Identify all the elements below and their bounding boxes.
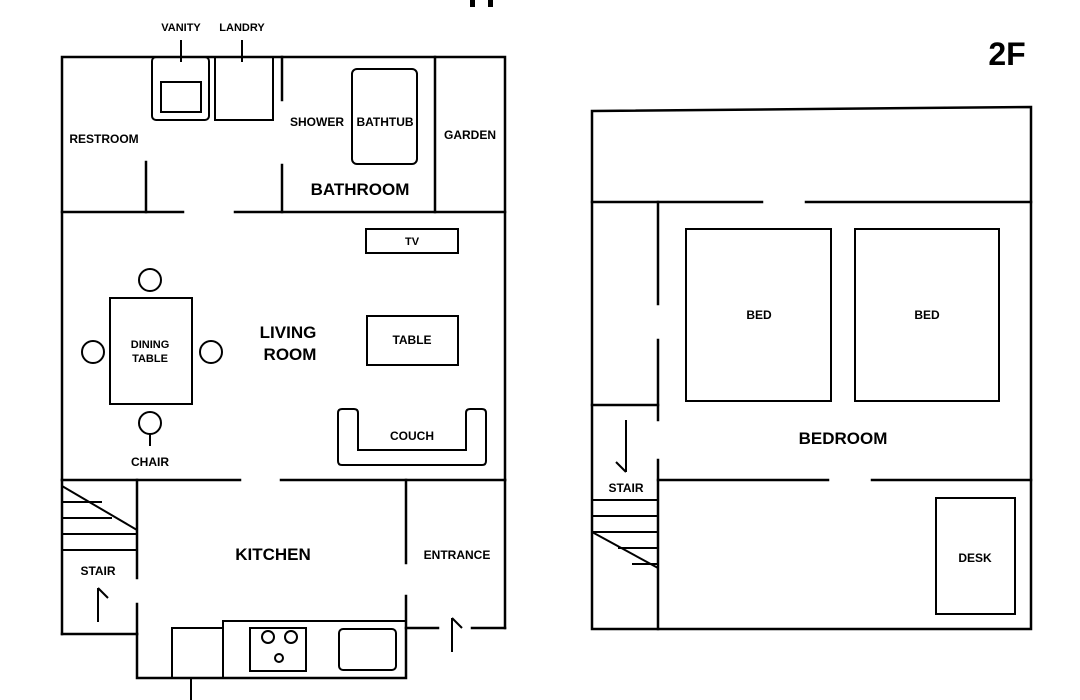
laundry-machine <box>214 56 274 121</box>
floor-2-title: 2F <box>988 36 1025 72</box>
stair-arrow-2f <box>615 420 627 473</box>
desk <box>935 497 1016 615</box>
chair-bottom <box>138 411 162 435</box>
label-living-line2: ROOM <box>264 345 317 364</box>
stair-steps <box>61 485 138 551</box>
chair-top <box>138 268 162 292</box>
couch <box>337 408 487 466</box>
coffee-table <box>366 315 459 366</box>
label-bathroom: BATHROOM <box>311 180 410 199</box>
label-entrance: ENTRANCE <box>424 548 491 562</box>
label-vanity: VANITY <box>161 22 201 34</box>
label-desk: DESK <box>958 551 992 565</box>
label-table: TABLE <box>392 333 431 347</box>
label-bathtub: BATHTUB <box>356 115 413 129</box>
label-stair-2f: STAIR <box>608 481 643 495</box>
burner-2 <box>284 630 298 644</box>
floor-1-plan: VANITY LANDRY RESTROOM SHOWER BATHTUB GA… <box>60 22 507 700</box>
floor-2-plan: 2F BED <box>590 36 1033 631</box>
bed-2 <box>854 228 1000 402</box>
label-restroom: RESTROOM <box>69 132 138 146</box>
label-laundry: LANDRY <box>219 22 265 34</box>
label-bedroom: BEDROOM <box>799 429 888 448</box>
label-stair-1f: STAIR <box>80 564 115 578</box>
cropped-title-fragment <box>470 0 493 7</box>
burner-1 <box>261 630 275 644</box>
label-chair: CHAIR <box>131 455 169 469</box>
floor-1-outer-wall <box>60 55 507 482</box>
stove <box>249 627 307 672</box>
entrance-door-swing <box>451 617 463 652</box>
label-bed-2: BED <box>914 308 940 322</box>
label-couch: COUCH <box>390 429 434 443</box>
vanity-sink <box>160 81 202 113</box>
stair-arrow <box>97 587 109 622</box>
label-dining-line1: DINING <box>131 339 170 351</box>
label-tv: TV <box>405 236 420 248</box>
kitchen-cabinet <box>171 627 224 679</box>
label-kitchen: KITCHEN <box>235 545 311 564</box>
kitchen-south-wall <box>135 594 408 680</box>
label-garden: GARDEN <box>444 128 496 142</box>
floor-2-outer-wall <box>590 105 1033 631</box>
chair-right <box>199 340 223 364</box>
kitchen-counter <box>222 620 407 679</box>
label-shower: SHOWER <box>290 115 344 129</box>
label-dining-line2: TABLE <box>132 353 168 365</box>
label-living-line1: LIVING <box>260 323 317 342</box>
bathtub <box>351 68 418 165</box>
dining-table <box>109 297 193 405</box>
label-bed-1: BED <box>746 308 772 322</box>
stair-steps-2f <box>591 499 659 569</box>
tv <box>365 228 459 254</box>
chair-left <box>81 340 105 364</box>
burner-3 <box>274 653 284 663</box>
kitchen-sink <box>338 628 397 671</box>
bed-1 <box>685 228 832 402</box>
